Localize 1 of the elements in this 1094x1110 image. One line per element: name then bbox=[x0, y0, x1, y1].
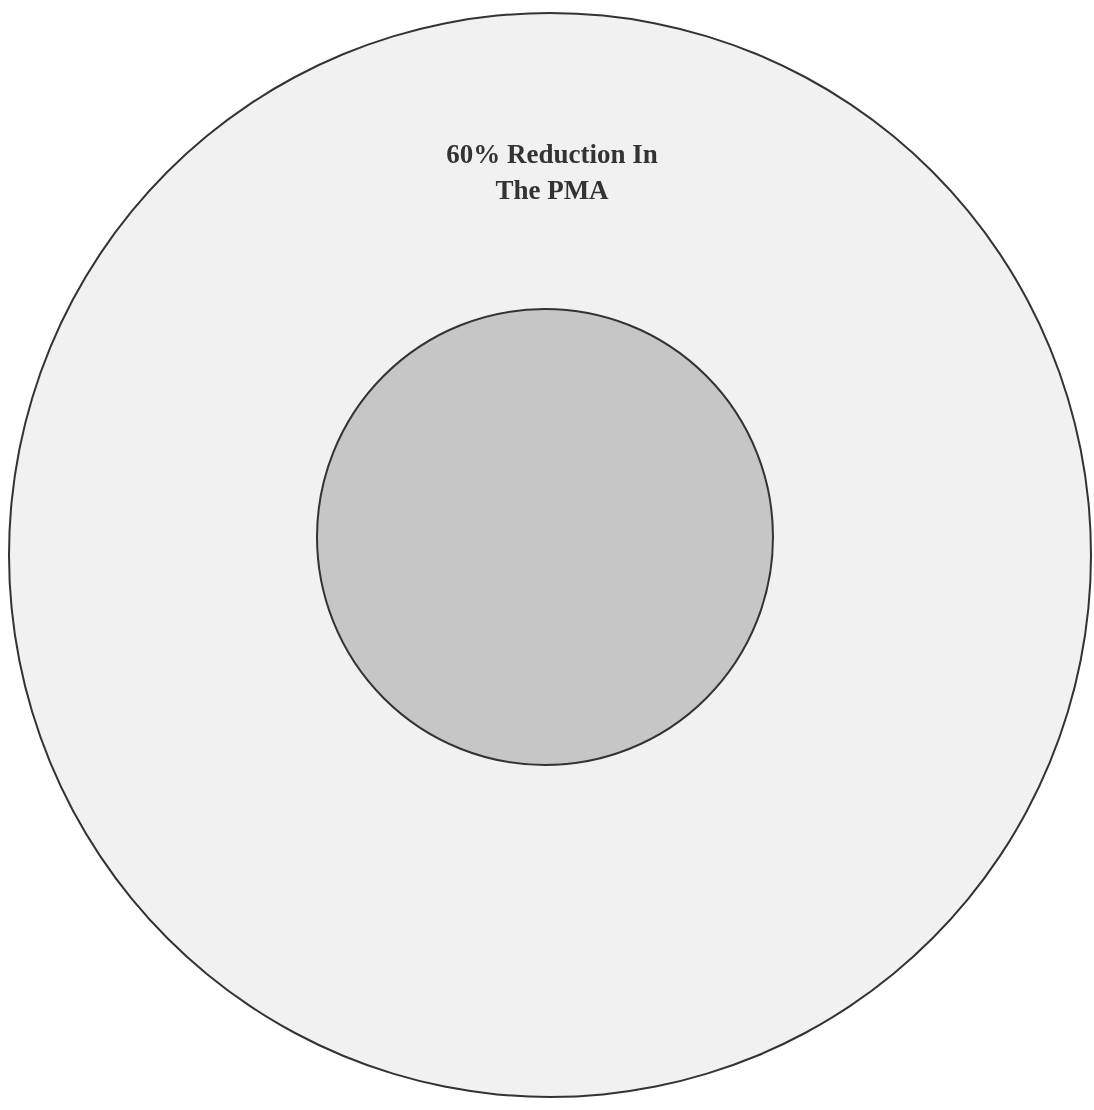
circle-label: 60% Reduction In The PMA bbox=[445, 138, 659, 207]
